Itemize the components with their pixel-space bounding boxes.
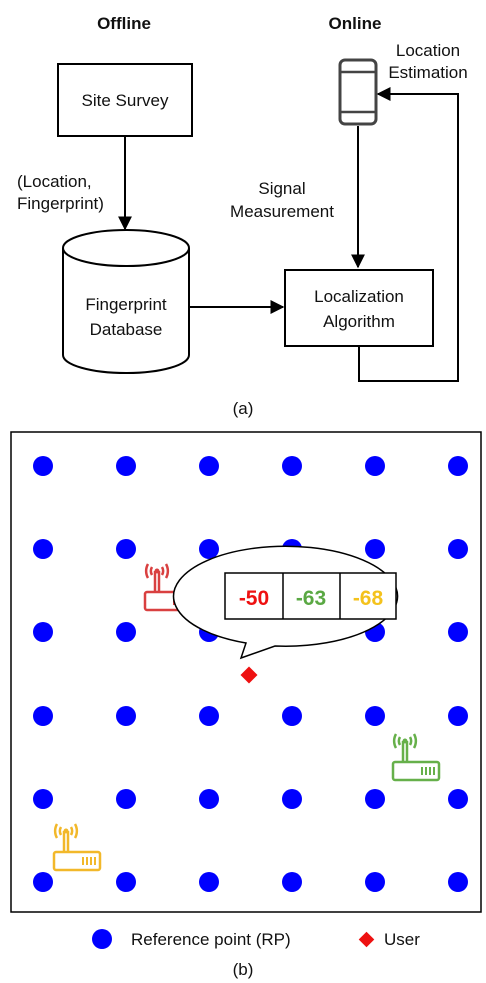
reference-point [365, 539, 385, 559]
reference-point [116, 789, 136, 809]
online-header: Online [329, 14, 382, 33]
reference-point [282, 706, 302, 726]
reference-point [365, 789, 385, 809]
fingerprint-database-label-line1: Fingerprint [85, 295, 167, 314]
fingerprint-database-cylinder [62, 229, 190, 374]
reference-point [116, 456, 136, 476]
reference-point [199, 706, 219, 726]
router-icon-green [391, 733, 441, 782]
legend-user-label: User [384, 930, 420, 949]
localization-algorithm-box [284, 269, 434, 347]
reference-point [199, 789, 219, 809]
site-survey-box [57, 63, 193, 137]
location-estimation-label-line1: Location [396, 41, 460, 60]
reference-point [448, 872, 468, 892]
reference-point [282, 789, 302, 809]
reference-point [448, 622, 468, 642]
reference-point [365, 872, 385, 892]
signal-measurement-label-line1: Signal [258, 179, 305, 198]
reference-point [116, 622, 136, 642]
reference-point [33, 539, 53, 559]
legend-user-marker [358, 931, 375, 948]
reference-point [365, 706, 385, 726]
rssi-value-yellow: -68 [353, 587, 384, 610]
reference-point [33, 622, 53, 642]
legend-rp-marker [92, 929, 112, 949]
caption-b: (b) [233, 960, 254, 979]
reference-point [33, 789, 53, 809]
reference-point [199, 539, 219, 559]
reference-point [199, 872, 219, 892]
legend-rp-label: Reference point (RP) [131, 930, 291, 949]
localization-algorithm-label-line1: Localization [314, 287, 404, 306]
estimation-feedback-arrow [358, 87, 459, 382]
reference-point [33, 706, 53, 726]
reference-point [448, 789, 468, 809]
caption-a: (a) [233, 399, 254, 418]
signal-measurement-label-line2: Measurement [230, 202, 334, 221]
offline-header: Offline [97, 14, 151, 33]
site-survey-label: Site Survey [82, 91, 169, 110]
reference-point [448, 539, 468, 559]
reference-point [282, 872, 302, 892]
reference-point [116, 539, 136, 559]
rssi-table [224, 572, 397, 620]
reference-point [116, 872, 136, 892]
location-fingerprint-label-line2: Fingerprint) [17, 194, 104, 213]
reference-point [116, 706, 136, 726]
reference-point [282, 456, 302, 476]
router-icon-yellow [52, 823, 102, 872]
rssi-value-green: -63 [296, 587, 326, 610]
reference-point [33, 872, 53, 892]
rssi-value-red: -50 [239, 587, 269, 610]
reference-point [33, 456, 53, 476]
location-estimation-label-line2: Estimation [388, 63, 467, 82]
fingerprint-database-label-line2: Database [90, 320, 163, 339]
location-fingerprint-label-line1: (Location, [17, 172, 92, 191]
reference-point [448, 456, 468, 476]
smartphone-icon [338, 58, 378, 126]
user-marker [240, 666, 258, 684]
reference-point [199, 456, 219, 476]
reference-point [448, 706, 468, 726]
reference-point [365, 456, 385, 476]
localization-algorithm-label-line2: Algorithm [323, 312, 395, 331]
